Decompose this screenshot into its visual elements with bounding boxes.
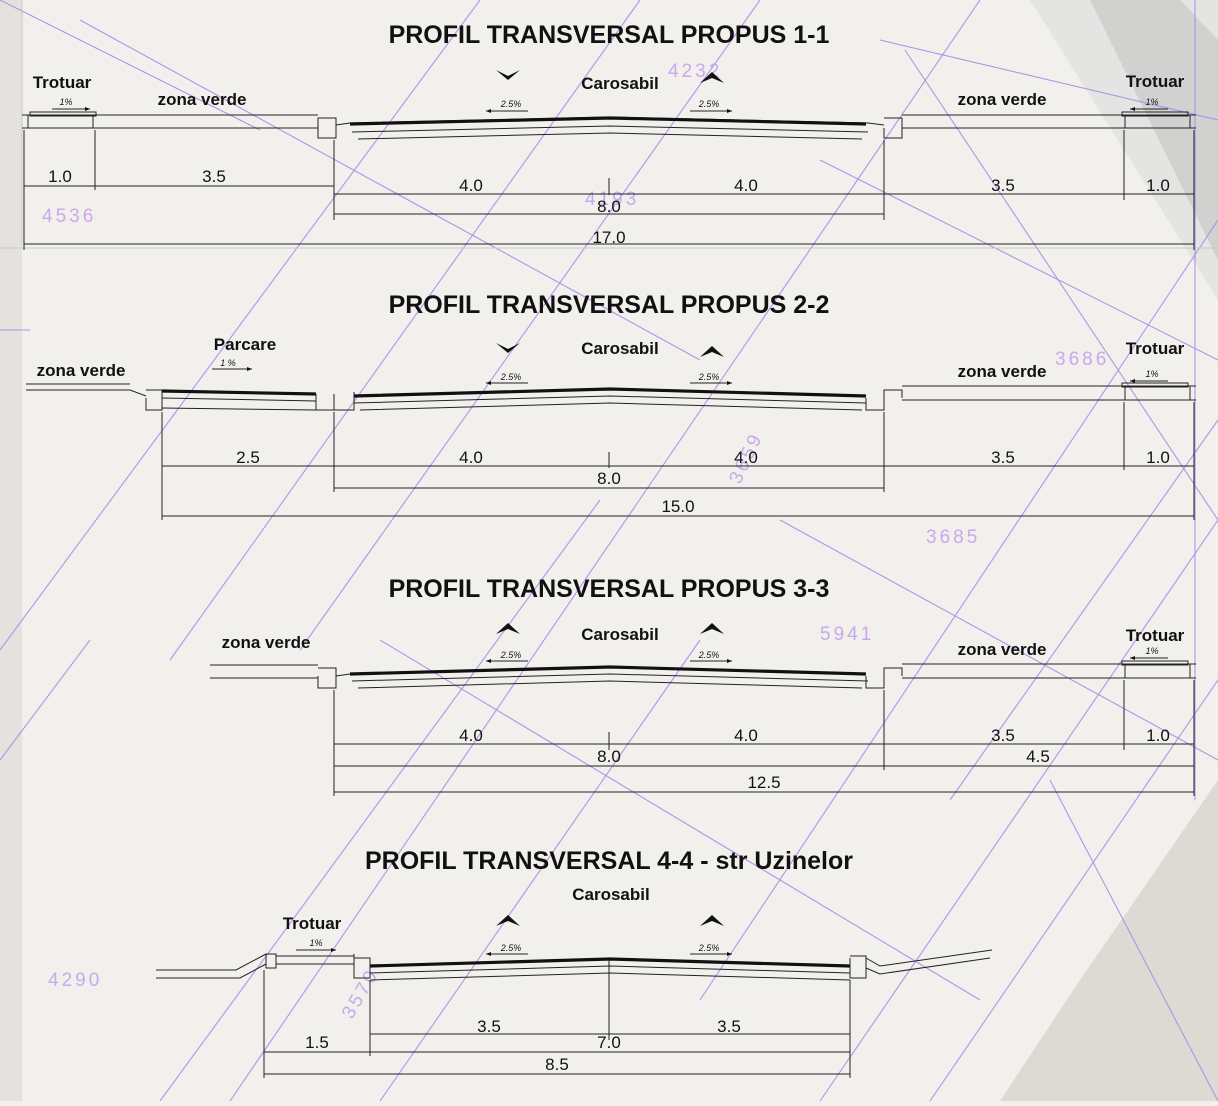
parcel-number: 4290 [48,970,102,991]
dimension-value: 3.5 [717,1017,741,1036]
slope-label: 1% [59,97,72,107]
dimension-value: 8.0 [597,747,621,766]
slope-label: 2.5% [698,650,720,660]
parcel-number: 3570 [338,965,383,1023]
dimension-value: 1.0 [1146,448,1170,467]
dimension-value: 4.0 [459,726,483,745]
dimension-value: 8.5 [545,1055,569,1074]
label-parking: Parcare [214,335,276,354]
label-right-green: zona verde [958,362,1047,381]
dimension-value: 2.5 [236,448,260,467]
chevron-up-icon [700,72,724,83]
dimension-value: 3.5 [991,176,1015,195]
frame [0,0,1218,249]
chevron-up-icon [496,623,520,634]
dimension-value: 7.0 [597,1033,621,1052]
label-right-green: zona verde [958,90,1047,109]
label-left-sidewalk: Trotuar [33,73,92,92]
slope-label: 2.5% [698,943,720,953]
profile-4-4: PROFIL TRANSVERSAL 4-4 - str Uzinelor Ca… [156,847,993,1078]
dimension-value: 4.0 [459,448,483,467]
label-right-green: zona verde [958,640,1047,659]
label-left-green: zona verde [158,90,247,109]
slope-label: 1% [1145,97,1158,107]
dimension-value: 4.0 [459,176,483,195]
parcel-number: 5941 [820,624,874,645]
label-left-green: zona verde [222,633,311,652]
label-roadway: Carosabil [581,74,658,93]
dimension-value: 17.0 [592,228,625,247]
label-left-sidewalk: Trotuar [283,914,342,933]
slope-label: 1% [1145,646,1158,656]
dimension-value: 8.0 [597,469,621,488]
profile-1-1: PROFIL TRANSVERSAL PROPUS 1-1 Trotuar zo… [22,21,1196,250]
dimension-value: 3.5 [477,1017,501,1036]
parcel-number-labels: 4232 4536 4193 3686 3659 3685 5941 4290 … [42,61,1109,1023]
slope-label: 2.5% [500,99,522,109]
parcel-number: 4536 [42,206,96,227]
profile-title: PROFIL TRANSVERSAL PROPUS 3-3 [389,575,830,603]
parcel-number: 4232 [668,61,722,82]
parcel-number: 3685 [926,527,980,548]
slope-label: 1% [309,938,322,948]
dimension-value: 1.0 [1146,726,1170,745]
parcel-number: 3686 [1055,349,1109,370]
dimension-value: 12.5 [747,773,780,792]
slope-label: 1% [1145,369,1158,379]
profile-3-3: PROFIL TRANSVERSAL PROPUS 3-3 zona verde… [210,575,1196,796]
dimension-value: 15.0 [661,497,694,516]
dimension-value: 4.0 [734,726,758,745]
chevron-up-icon [700,915,724,926]
dimension-value: 3.5 [991,726,1015,745]
dimension-value: 3.5 [991,448,1015,467]
chevron-up-icon [700,346,724,357]
slope-label: 2.5% [698,99,720,109]
label-roadway: Carosabil [581,625,658,644]
label-roadway: Carosabil [572,885,649,904]
label-right-sidewalk: Trotuar [1126,626,1185,645]
chevron-up-icon [496,915,520,926]
profile-2-2: PROFIL TRANSVERSAL PROPUS 2-2 Parcare zo… [26,291,1196,520]
label-roadway: Carosabil [581,339,658,358]
chevron-down-icon [496,343,520,353]
dimension-value: 1.0 [48,167,72,186]
slope-label: 2.5% [500,943,522,953]
profile-title: PROFIL TRANSVERSAL 4-4 - str Uzinelor [365,847,853,875]
chevron-up-icon [700,623,724,634]
dimension-value: 8.0 [597,197,621,216]
dimension-value: 1.5 [305,1033,329,1052]
label-right-sidewalk: Trotuar [1126,72,1185,91]
dimension-value: 1.0 [1146,176,1170,195]
profile-title: PROFIL TRANSVERSAL PROPUS 1-1 [389,21,830,49]
profile-title: PROFIL TRANSVERSAL PROPUS 2-2 [389,291,830,319]
label-left-green: zona verde [37,361,126,380]
slope-label: 2.5% [500,372,522,382]
slope-label: 2.5% [698,372,720,382]
dimension-value: 3.5 [202,167,226,186]
chevron-down-icon [496,70,520,80]
dimension-value: 4.5 [1026,747,1050,766]
dimension-value: 4.0 [734,448,758,467]
label-right-sidewalk: Trotuar [1126,339,1185,358]
slope-label: 1 % [220,358,236,368]
dimension-value: 4.0 [734,176,758,195]
slope-label: 2.5% [500,650,522,660]
